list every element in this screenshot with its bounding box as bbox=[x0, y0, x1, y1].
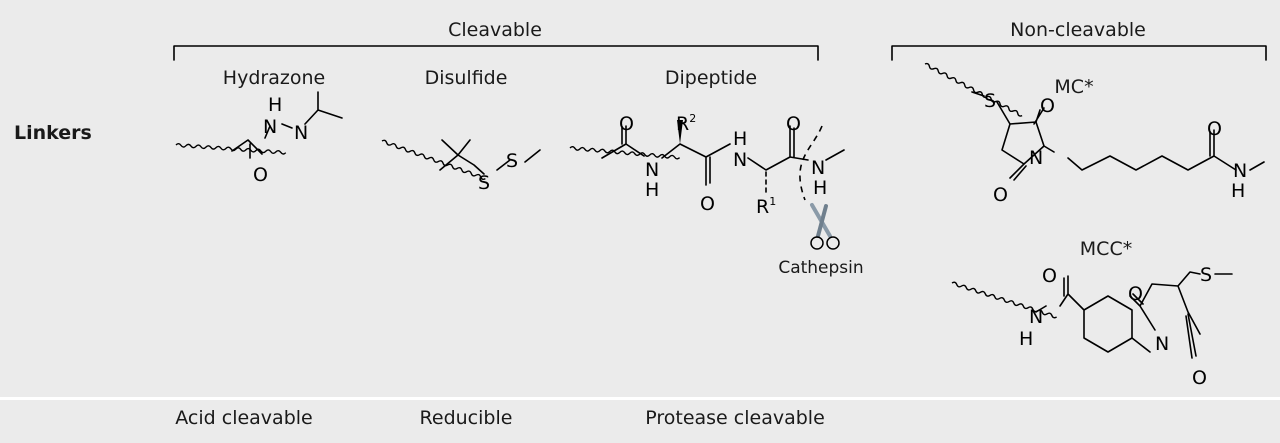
row-label: Linkers bbox=[14, 122, 92, 144]
mechanism-panel bbox=[0, 400, 1280, 443]
structure-panel bbox=[0, 0, 1280, 397]
enzyme-label: Cathepsin bbox=[778, 258, 863, 278]
mcc-structure: O N H O N O S bbox=[950, 264, 1233, 389]
scissors-icon bbox=[810, 203, 840, 250]
dipeptide-n3: N bbox=[811, 157, 825, 179]
mc-wavy-bond bbox=[923, 61, 1024, 118]
linker-name-dipeptide: Dipeptide bbox=[665, 67, 757, 89]
dipeptide-o2: O bbox=[700, 193, 715, 215]
dipeptide-o3: O bbox=[786, 113, 801, 135]
mc-o2: O bbox=[993, 184, 1008, 206]
cleavage-line bbox=[799, 125, 823, 201]
mcc-h: H bbox=[1019, 328, 1033, 350]
mc-n2: N bbox=[1233, 160, 1247, 182]
linker-name-disulfide: Disulfide bbox=[425, 67, 508, 89]
mcc-o3: O bbox=[1192, 367, 1207, 389]
dipeptide-h3: H bbox=[813, 177, 827, 199]
mc-o3: O bbox=[1207, 118, 1222, 140]
disulfide-structure: S S bbox=[380, 138, 541, 194]
dipeptide-n2: N bbox=[733, 149, 747, 171]
dipeptide-h1: H bbox=[645, 179, 659, 201]
dipeptide-o1: O bbox=[619, 113, 634, 135]
hydrazone-wavy-bond bbox=[175, 142, 287, 155]
mcc-s: S bbox=[1200, 264, 1212, 286]
mc-structure: S O N O O N H bbox=[923, 61, 1265, 206]
mc-o1: O bbox=[1040, 95, 1055, 117]
cleavable-bracket bbox=[173, 45, 819, 61]
mc-s: S bbox=[984, 90, 996, 112]
dipeptide-r2: R2 bbox=[676, 112, 696, 135]
group-noncleavable-title: Non-cleavable bbox=[1010, 19, 1146, 41]
hydrazone-o: O bbox=[253, 164, 268, 186]
linker-name-hydrazone: Hydrazone bbox=[223, 67, 325, 89]
linker-name-mc: MC* bbox=[1054, 76, 1093, 98]
mcc-n2: N bbox=[1155, 333, 1169, 355]
r2-wedge bbox=[677, 120, 683, 144]
mechanism-protease: Protease cleavable bbox=[645, 407, 825, 429]
mechanism-acid: Acid cleavable bbox=[175, 407, 312, 429]
hydrazone-h: H bbox=[268, 94, 282, 116]
mcc-o2: O bbox=[1128, 283, 1143, 305]
linker-name-mcc: MCC* bbox=[1080, 238, 1132, 260]
mc-h: H bbox=[1231, 180, 1245, 202]
disulfide-s2: S bbox=[506, 150, 518, 172]
mechanism-reducible: Reducible bbox=[420, 407, 513, 429]
disulfide-wavy-bond bbox=[380, 138, 487, 181]
hydrazone-nh-n: N bbox=[263, 116, 277, 138]
mc-n: N bbox=[1029, 147, 1043, 169]
dipeptide-r1: R1 bbox=[756, 195, 776, 218]
noncleavable-bracket bbox=[891, 45, 1267, 61]
disulfide-s1: S bbox=[478, 172, 490, 194]
mcc-o1: O bbox=[1042, 265, 1057, 287]
group-cleavable-title: Cleavable bbox=[448, 19, 542, 41]
hydrazone-n: N bbox=[294, 122, 308, 144]
dipeptide-h2: H bbox=[733, 128, 747, 150]
dipeptide-n1: N bbox=[645, 159, 659, 181]
dipeptide-structure: O N H R2 O N H R1 O N H Cathepsin bbox=[569, 112, 864, 278]
hydrazone-structure: O N H N bbox=[175, 91, 343, 186]
mcc-n1: N bbox=[1029, 306, 1043, 328]
